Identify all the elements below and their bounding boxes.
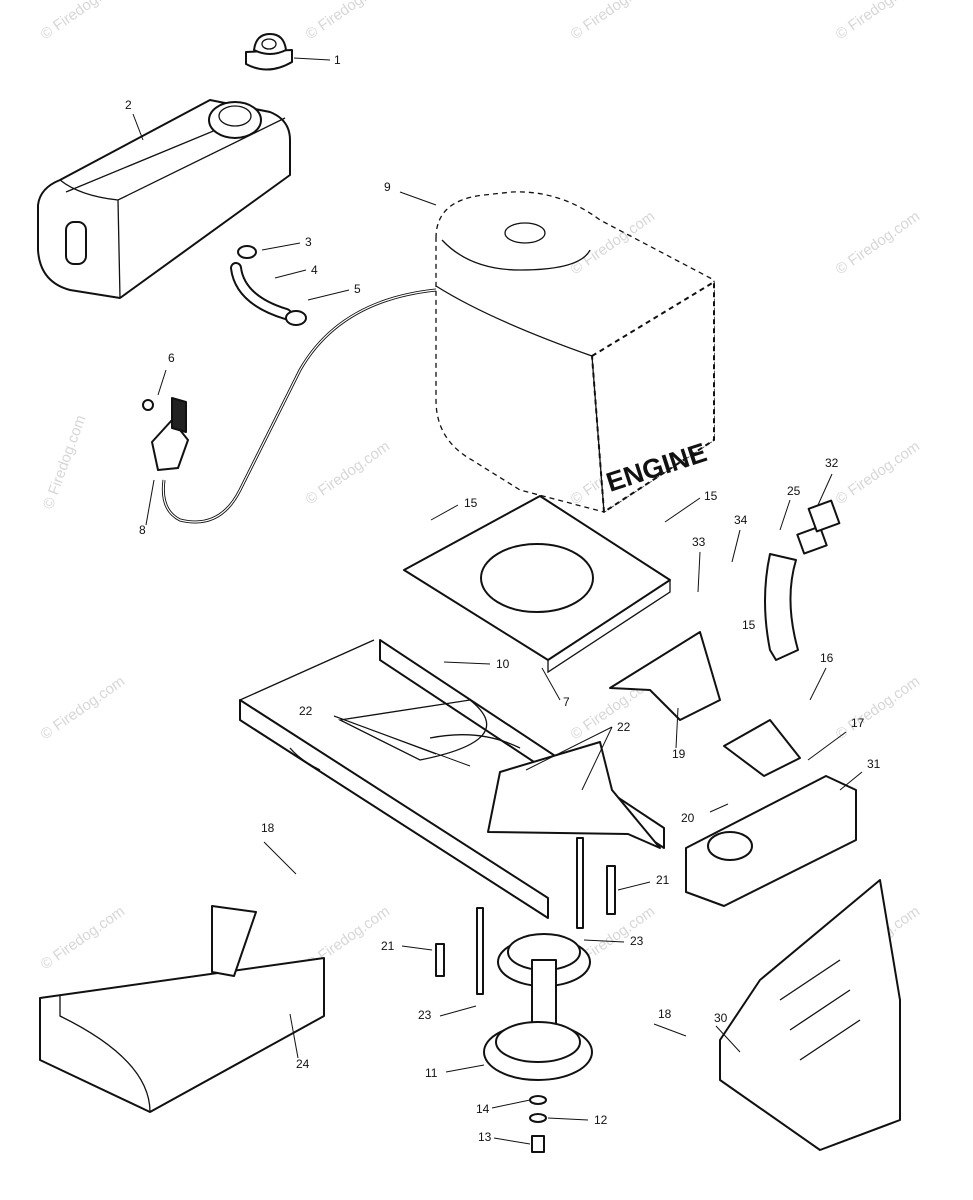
engine-mount-plate <box>403 495 671 674</box>
callout-2: 2 <box>125 98 132 112</box>
callout-3: 3 <box>305 235 312 249</box>
watermark: © Firedog.com <box>833 208 924 278</box>
callout-18: 18 <box>261 821 275 835</box>
callout-8: 8 <box>139 523 146 537</box>
bracket <box>609 631 721 721</box>
callout-23: 23 <box>630 934 644 948</box>
muffler <box>685 719 857 907</box>
callout-17: 17 <box>851 716 865 730</box>
callout-31: 31 <box>867 757 881 771</box>
callout-10: 10 <box>496 657 510 671</box>
watermark: © Firedog.com <box>40 413 90 511</box>
callout-15: 15 <box>464 496 478 510</box>
watermark: © Firedog.com <box>833 673 924 743</box>
belt-guard <box>39 905 325 1113</box>
throttle-cable <box>161 288 437 524</box>
callout-21: 21 <box>381 939 395 953</box>
callout-11: 11 <box>425 1066 438 1080</box>
callout-24: 24 <box>296 1057 310 1071</box>
callout-32: 32 <box>825 456 839 470</box>
throttle-control <box>142 397 189 471</box>
watermark: © Firedog.com <box>38 0 129 43</box>
watermark: © Firedog.com <box>303 438 394 508</box>
watermark: © Firedog.com <box>568 0 659 43</box>
fuel-cap <box>245 33 293 71</box>
callout-7: 7 <box>563 695 570 709</box>
watermark: © Firedog.com <box>38 673 129 743</box>
callout-4: 4 <box>311 263 318 277</box>
leader-lines <box>132 57 863 1145</box>
callout-13: 13 <box>478 1130 492 1144</box>
callout-12: 12 <box>594 1113 608 1127</box>
fuel-hose <box>230 245 307 326</box>
watermark: © Firedog.com <box>38 903 129 973</box>
fuel-tank <box>37 99 291 299</box>
callout-1: 1 <box>334 53 341 67</box>
callout-19: 19 <box>672 747 686 761</box>
callout-22: 22 <box>617 720 631 734</box>
callout-5: 5 <box>354 282 361 296</box>
callout-25: 25 <box>787 484 801 498</box>
watermark: © Firedog.com <box>833 0 924 43</box>
heat-shield <box>719 879 901 1151</box>
callout-15: 15 <box>704 489 718 503</box>
callouts: 1 2 3 4 5 6 7 8 9 10 11 12 13 14 15 15 1… <box>125 53 881 1144</box>
exhaust-pipe <box>764 499 841 661</box>
callout-14: 14 <box>476 1102 490 1116</box>
watermark: © Firedog.com <box>833 438 924 508</box>
pulleys <box>483 933 593 1153</box>
bolts <box>435 837 616 995</box>
watermark: © Firedog.com <box>303 0 394 43</box>
callout-22: 22 <box>299 704 313 718</box>
frame <box>239 639 665 919</box>
callout-20: 20 <box>681 811 695 825</box>
callout-30: 30 <box>714 1011 728 1025</box>
callout-16: 16 <box>820 651 834 665</box>
callout-34: 34 <box>734 513 748 527</box>
callout-18: 18 <box>658 1007 672 1021</box>
callout-15: 15 <box>742 618 756 632</box>
callout-23: 23 <box>418 1008 432 1022</box>
callout-21: 21 <box>656 873 670 887</box>
engine: ENGINE <box>435 191 715 513</box>
callout-9: 9 <box>384 180 391 194</box>
callout-6: 6 <box>168 351 175 365</box>
callout-33: 33 <box>692 535 706 549</box>
